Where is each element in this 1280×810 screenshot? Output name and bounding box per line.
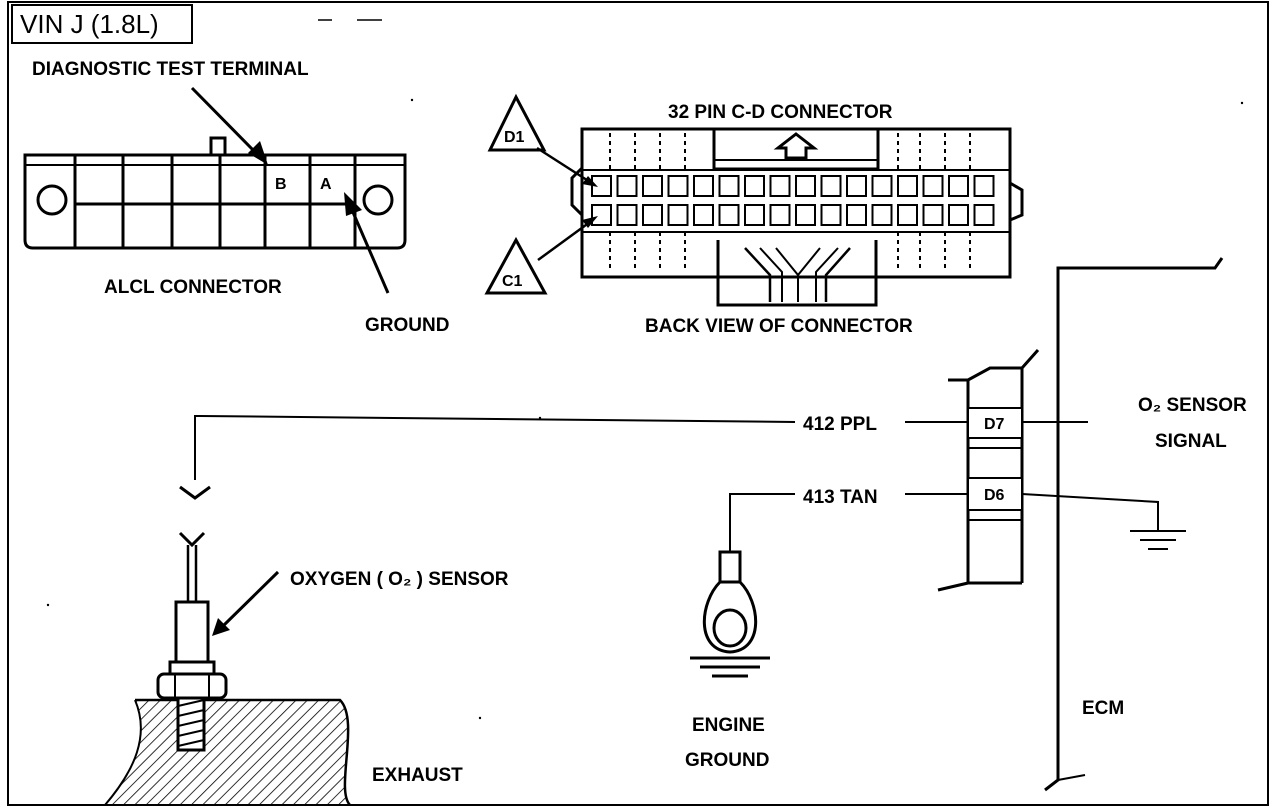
connector-pin-cavity — [897, 175, 918, 197]
connector-pin-cavity — [973, 175, 995, 197]
connector-pin-cavity — [769, 175, 791, 197]
exhaust-label: EXHAUST — [372, 765, 463, 786]
connector-pin-cavity — [718, 175, 740, 197]
connector-pin-cavity — [871, 204, 893, 226]
connector-pin-cavity — [795, 204, 816, 226]
connector-pin-cavity — [846, 175, 867, 197]
oxygen-sensor — [156, 531, 228, 700]
alcl-connector — [23, 136, 407, 250]
o2-sensor-arrow-head — [212, 618, 230, 636]
up-arrow-icon — [773, 132, 819, 160]
c1-label: C1 — [502, 273, 523, 290]
alcl-connector-label: ALCL CONNECTOR — [104, 277, 282, 298]
connector-pin-cavity — [693, 204, 714, 226]
connector-pin-cavity — [897, 204, 918, 226]
o2-signal-label-line1: O₂ SENSOR — [1138, 395, 1247, 416]
cd-connector — [570, 127, 1024, 307]
connector-pin-cavity — [820, 175, 842, 197]
alcl-pin-b: B — [275, 176, 287, 193]
connector-pin-cavity — [922, 175, 944, 197]
ecm-internal-ground — [1021, 493, 1159, 530]
o2-signal-label-line2: SIGNAL — [1155, 431, 1227, 452]
connector-pin-cavity — [948, 204, 969, 226]
connector-pin-cavity — [667, 175, 689, 197]
connector-pin-cavity — [846, 204, 867, 226]
ground-arrow-line — [350, 209, 390, 294]
outer-frame — [7, 1, 1269, 806]
connector-pin-cavity — [820, 204, 842, 226]
diagnostic-test-terminal-label: DIAGNOSTIC TEST TERMINAL — [32, 59, 309, 80]
connector-pin-cavity — [616, 204, 638, 226]
connector-pin-cavity — [948, 175, 969, 197]
pin-d6: D6 — [984, 487, 1005, 504]
wire-412-left — [194, 415, 796, 480]
engine-ground-label-line1: ENGINE — [692, 715, 765, 736]
vin-title: VIN J (1.8L) — [20, 9, 159, 39]
exhaust-pipe — [104, 696, 352, 806]
vin-badge: VIN J (1.8L) — [11, 4, 193, 44]
connector-pin-cavity — [642, 204, 663, 226]
wire-412-end — [179, 485, 211, 500]
o2-sensor-label: OXYGEN ( O₂ ) SENSOR — [290, 569, 509, 590]
connector-pin-cavity — [769, 204, 791, 226]
wire-412-label: 412 PPL — [803, 414, 877, 435]
connector-pin-cavity — [616, 175, 638, 197]
connector-pin-cavity — [973, 204, 995, 226]
d1-label: D1 — [504, 129, 525, 146]
scan-specks — [46, 98, 1244, 720]
ecm-label: ECM — [1082, 698, 1124, 719]
engine-ground-lug — [690, 550, 770, 678]
connector-pin-cavity — [591, 175, 612, 197]
wire-413-label: 413 TAN — [803, 487, 878, 508]
diagnostic-arrow-head — [248, 141, 268, 165]
wire-413-left — [729, 493, 795, 552]
ground-arrow-head — [344, 192, 362, 216]
mount-hole-left — [36, 184, 68, 216]
cd-connector-pins — [591, 175, 995, 226]
diagnostic-arrow-line — [190, 86, 260, 157]
connector-pin-cavity — [667, 204, 689, 226]
d1-marker: D1 — [487, 93, 598, 187]
ground-label: GROUND — [365, 315, 449, 336]
mount-hole-right — [362, 184, 394, 216]
connector-pin-cavity — [744, 204, 765, 226]
engine-ground-label-line2: GROUND — [685, 750, 769, 771]
key-notch — [209, 136, 227, 155]
connector-pin-cavity — [795, 175, 816, 197]
connector-pin-cavity — [744, 175, 765, 197]
connector-pin-cavity — [718, 204, 740, 226]
ecm-housing — [1044, 257, 1224, 792]
ecm-ground-symbol — [1130, 530, 1186, 550]
back-view-label: BACK VIEW OF CONNECTOR — [645, 316, 913, 337]
connector-pin-cavity — [591, 204, 612, 226]
ecm-connector — [937, 349, 1040, 592]
connector-pin-cavity — [871, 175, 893, 197]
pin-d7: D7 — [984, 416, 1005, 433]
connector-pin-cavity — [693, 175, 714, 197]
connector-pin-cavity — [922, 204, 944, 226]
connector-pin-cavity — [642, 175, 663, 197]
alcl-pin-a: A — [320, 176, 332, 193]
connector-32pin-label: 32 PIN C-D CONNECTOR — [668, 102, 893, 123]
c1-marker: C1 — [484, 216, 598, 295]
o2-sensor-arrow-line — [220, 570, 280, 629]
